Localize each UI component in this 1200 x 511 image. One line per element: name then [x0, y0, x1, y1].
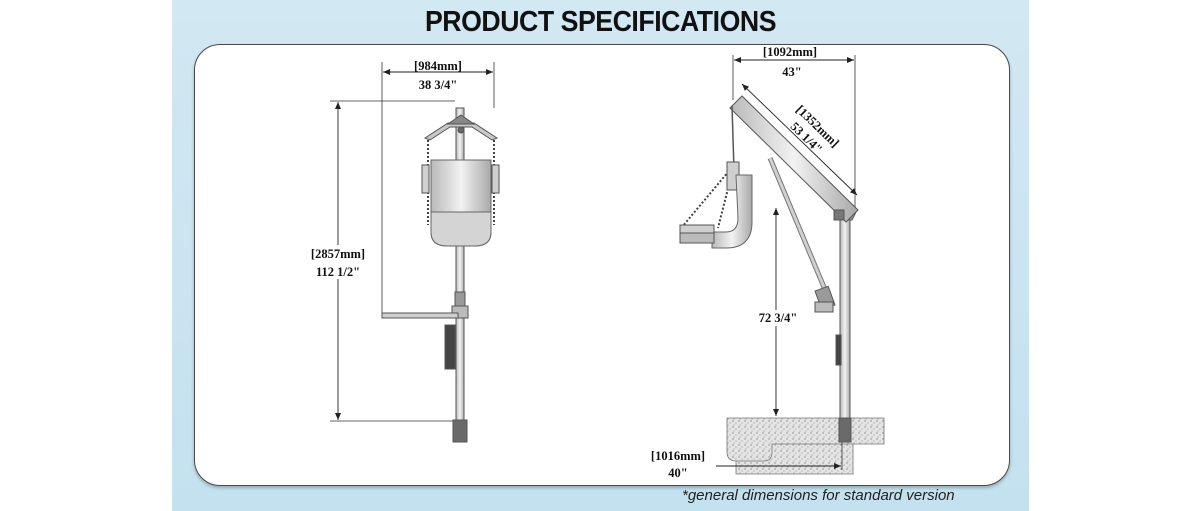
front-width-mm: [984mm] [414, 59, 462, 73]
front-view: [984mm] 38 3/4" [2857mm] 112 1/2" [300, 59, 500, 443]
boom-dimension-line [741, 83, 858, 196]
lift-side-drawing [679, 95, 859, 443]
front-height-in: 112 1/2" [316, 265, 360, 279]
footnote: *general dimensions for standard version [682, 487, 955, 504]
front-width-in: 38 3/4" [419, 78, 458, 92]
side-reach-in: 43" [782, 65, 801, 79]
side-view: [1092mm] 43" [1352mm] 53 1/4" 72 3/4" [1… [651, 45, 885, 480]
lift-front-drawing [381, 107, 500, 443]
front-height-mm: [2857mm] [311, 247, 365, 261]
side-reach-mm: [1092mm] [763, 45, 817, 59]
side-mast-height-in: 72 3/4" [759, 311, 798, 325]
side-base-mm: [1016mm] [651, 449, 705, 463]
page-title: PRODUCT SPECIFICATIONS [424, 6, 777, 38]
side-base-in: 40" [668, 466, 687, 480]
